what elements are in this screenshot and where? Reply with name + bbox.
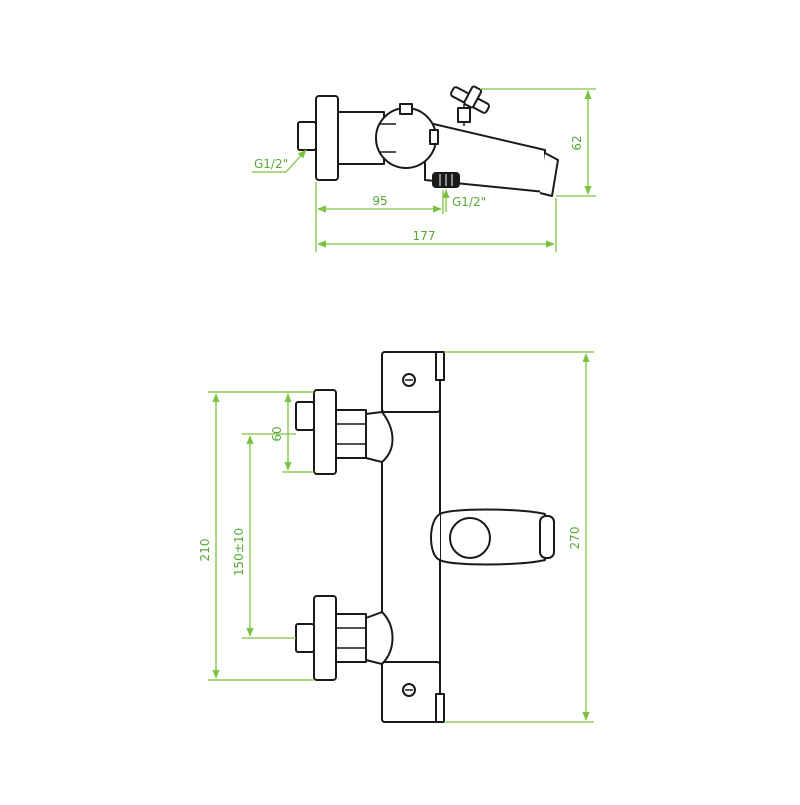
front-lower-nut [335,613,367,663]
label-dim-210: 210 [198,539,212,562]
top-cartridge-detail [380,123,396,153]
dim-inlet-leader [252,149,307,173]
front-diverter-knob [449,517,491,559]
label-dim-95: 95 [372,194,387,208]
top-diverter-shaft [457,107,471,123]
label-dim-150: 150±10 [232,528,246,576]
top-inlet-nipple [297,121,317,151]
front-upper-union [365,411,394,463]
top-thermostat-cartridge [375,107,437,169]
label-inlet-thread: G1/2" [254,157,288,171]
top-cartridge-pin [429,129,439,145]
front-lower-union [365,611,394,665]
front-upper-nipple [295,401,315,431]
top-spout-end [539,152,559,197]
label-outlet-thread: G1/2" [452,195,486,209]
label-dim-177: 177 [413,229,436,243]
front-lower-flange [313,595,337,681]
top-diverter-handle [450,85,490,114]
front-view-dimensions: 60 150±10 210 270 [198,351,594,723]
front-spout-end [539,515,555,559]
label-dim-62: 62 [570,135,584,150]
front-upper-nut [335,409,367,459]
top-view [297,85,559,197]
label-dim-270: 270 [568,527,582,550]
front-upper-flange [313,389,337,475]
top-view-dimensions: G1/2" G1/2" 95 177 62 [252,88,596,252]
top-cartridge-cap [399,103,413,115]
top-wall-flange [315,95,339,181]
front-lower-nipple [295,623,315,653]
front-view [295,351,555,723]
